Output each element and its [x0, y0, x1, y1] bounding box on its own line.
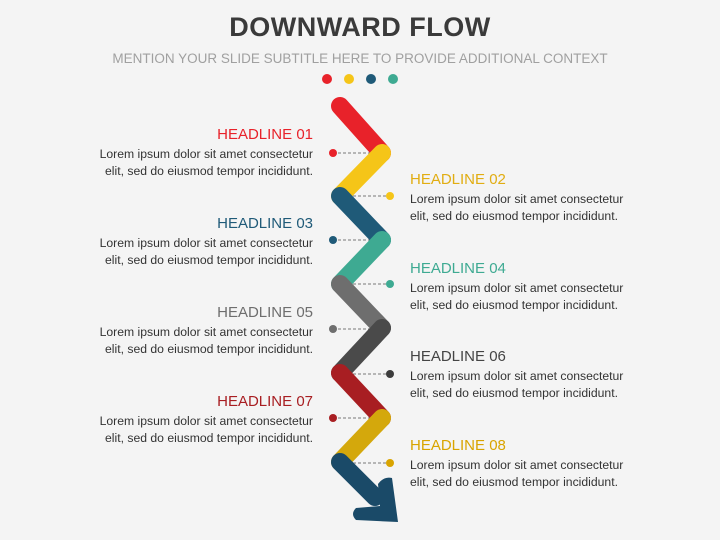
- headline-text-line-2: elit, sed do eiusmod tempor incididunt.: [410, 386, 618, 400]
- connector-dot-2: [386, 192, 394, 200]
- arrow-segment-7: [331, 364, 391, 427]
- headline-text-line-1: Lorem ipsum dolor sit amet consectetur: [99, 147, 313, 161]
- connector-dot-1: [329, 149, 337, 157]
- headline-block-3: HEADLINE 03 Lorem ipsum dolor sit amet co…: [53, 215, 313, 269]
- headline-text-line-1: Lorem ipsum dolor sit amet consectetur: [99, 236, 313, 250]
- connector-dot-6: [386, 370, 394, 378]
- dot-yellow: [344, 74, 354, 84]
- headline-text-line-1: Lorem ipsum dolor sit amet consectetur: [410, 369, 624, 383]
- arrow-segment-5: [331, 275, 391, 337]
- connector-dot-4: [386, 280, 394, 288]
- connector-points: [329, 149, 394, 467]
- arrow-segment-9: [331, 453, 384, 506]
- headline-text-line-1: Lorem ipsum dolor sit amet consectetur: [410, 281, 624, 295]
- headline-text-line-2: elit, sed do eiusmod tempor incididunt.: [105, 253, 313, 267]
- headline-title: HEADLINE 01: [217, 126, 313, 143]
- arrow-segment-6: [331, 319, 391, 382]
- dot-blue: [366, 74, 376, 84]
- headline-title: HEADLINE 07: [217, 393, 313, 410]
- headline-title: HEADLINE 02: [410, 171, 506, 188]
- arrow-segment-8: [331, 409, 391, 471]
- headline-block-8: HEADLINE 08 Lorem ipsum dolor sit amet co…: [410, 437, 670, 491]
- arrow-segments: [331, 97, 398, 522]
- color-dots: [322, 74, 402, 86]
- headline-text-line-2: elit, sed do eiusmod tempor incididunt.: [105, 164, 313, 178]
- headline-title: HEADLINE 04: [410, 260, 506, 277]
- headline-text-line-2: elit, sed do eiusmod tempor incididunt.: [410, 475, 618, 489]
- connector-dot-3: [329, 236, 337, 244]
- headline-text-line-2: elit, sed do eiusmod tempor incididunt.: [410, 298, 618, 312]
- arrow-segment-3: [331, 187, 391, 249]
- connector-dot-5: [329, 325, 337, 333]
- dot-red: [322, 74, 332, 84]
- dot-teal: [388, 74, 398, 84]
- headline-text-line-1: Lorem ipsum dolor sit amet consectetur: [99, 414, 313, 428]
- slide-subtitle: MENTION YOUR SLIDE SUBTITLE HERE TO PROV…: [112, 51, 608, 66]
- headline-text-line-1: Lorem ipsum dolor sit amet consectetur: [410, 192, 624, 206]
- headline-title: HEADLINE 03: [217, 215, 313, 232]
- headline-text-line-2: elit, sed do eiusmod tempor incididunt.: [105, 431, 313, 445]
- headline-block-2: HEADLINE 02 Lorem ipsum dolor sit amet co…: [410, 171, 670, 225]
- arrow-head: [353, 477, 398, 522]
- arrow-segment-4: [331, 231, 391, 293]
- headline-text-line-1: Lorem ipsum dolor sit amet consectetur: [99, 325, 313, 339]
- headline-title: HEADLINE 06: [410, 348, 506, 365]
- headline-block-7: HEADLINE 07 Lorem ipsum dolor sit amet co…: [53, 393, 313, 447]
- headline-text-line-2: elit, sed do eiusmod tempor incididunt.: [105, 342, 313, 356]
- connector-dot-7: [329, 414, 337, 422]
- headline-block-1: HEADLINE 01 Lorem ipsum dolor sit amet co…: [53, 126, 313, 180]
- slide-title: DOWNWARD FLOW: [229, 12, 491, 42]
- headline-block-5: HEADLINE 05 Lorem ipsum dolor sit amet co…: [53, 304, 313, 358]
- connector-dot-8: [386, 459, 394, 467]
- headline-text-line-2: elit, sed do eiusmod tempor incididunt.: [410, 209, 618, 223]
- headline-title: HEADLINE 08: [410, 437, 506, 454]
- headline-title: HEADLINE 05: [217, 304, 313, 321]
- headline-block-6: HEADLINE 06 Lorem ipsum dolor sit amet co…: [410, 348, 670, 402]
- headline-text-line-1: Lorem ipsum dolor sit amet consectetur: [410, 458, 624, 472]
- arrow-segment-2: [331, 144, 391, 205]
- headline-block-4: HEADLINE 04 Lorem ipsum dolor sit amet co…: [410, 260, 670, 314]
- arrow-segment-1: [331, 97, 391, 162]
